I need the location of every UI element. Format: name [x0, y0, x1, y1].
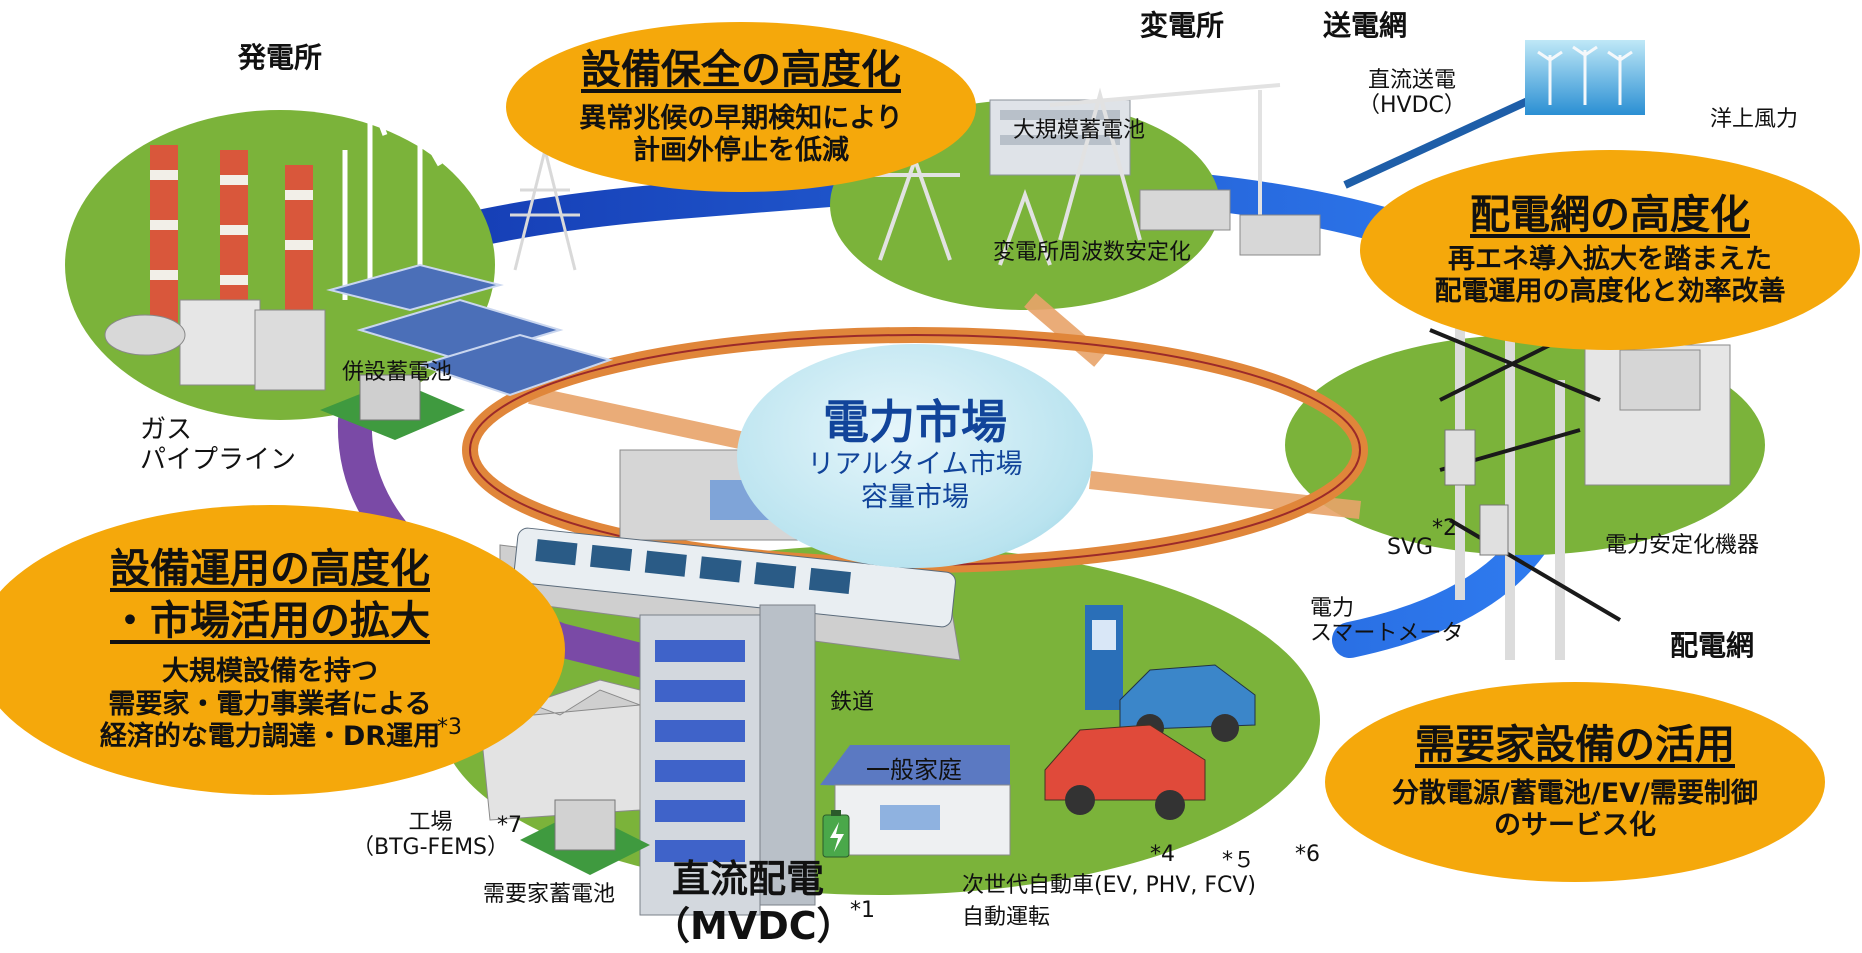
stabilizer-label: 電力安定化機器 [1605, 533, 1760, 558]
callout-operation-line2: 需要家・電力事業者による [108, 688, 432, 720]
colocated-battery-label: 併設蓄電池 [342, 360, 453, 385]
callout-grid-line1: 再エネ導入拡大を踏まえた [1448, 243, 1772, 275]
offshore-wind-graphic [1525, 40, 1645, 115]
transmission-title: 送電網 [1323, 9, 1408, 42]
customer-battery-label: 需要家蓄電池 [483, 882, 616, 907]
factory-label: 工場 （BTG-FEMS） [352, 810, 510, 861]
smokestacks [150, 145, 313, 335]
smart-meter-label: 電力 スマートメータ [1310, 596, 1464, 647]
callout-maintenance-title: 設備保全の高度化 [581, 46, 901, 93]
callout-maintenance-line2: 計画外停止を低減 [633, 135, 849, 166]
power-plant-title: 発電所 [238, 41, 323, 74]
electricity-market: 電力市場 リアルタイム市場 容量市場 [737, 344, 1093, 568]
callout-maintenance: 設備保全の高度化 異常兆候の早期検知により 計画外停止を低減 [506, 22, 976, 192]
offshore-wind-label: 洋上風力 [1710, 107, 1799, 132]
hvdc-label: 直流送電 （HVDC） [1358, 68, 1466, 119]
distribution-equipment [1429, 310, 1731, 660]
callout-maintenance-line1: 異常兆候の早期検知により [579, 102, 903, 134]
callout-operation-title1: 設備運用の高度化 [110, 546, 430, 593]
footnote-1: *1 [850, 898, 875, 923]
substation-freq-label: 変電所周波数安定化 [993, 240, 1192, 265]
autonomous-label: 自動運転 [962, 905, 1051, 930]
callout-customer-title: 需要家設備の活用 [1415, 721, 1735, 768]
mvdc-title: 直流配電 [672, 857, 825, 901]
callout-grid: 配電網の高度化 再エネ導入拡大を踏まえた 配電運用の高度化と効率改善 [1360, 150, 1860, 350]
charging-station [1085, 605, 1123, 710]
plant-buildings [104, 299, 326, 391]
market-title: 電力市場 [823, 394, 1007, 449]
customer-battery-graphic [520, 799, 650, 875]
callout-operation-title2: ・市場活用の拡大 [110, 598, 430, 645]
red-car [1044, 724, 1206, 820]
footnote-6: *6 [1295, 842, 1320, 867]
market-capacity: 容量市場 [861, 482, 969, 514]
next-gen-car-label: 次世代自動車(EV, PHV, FCV) [962, 873, 1257, 898]
footnote-5: *５ [1222, 848, 1256, 873]
footnote-4: *4 [1150, 842, 1175, 867]
callout-operation-line1: 大規模設備を持つ [162, 656, 378, 688]
callout-customer: 需要家設備の活用 分散電源/蓄電池/EV/需要制御 のサービス化 [1325, 682, 1825, 882]
railway-label: 鉄道 [830, 690, 875, 715]
callout-operation-line3: 経済的な電力調達・DR運用 [99, 721, 441, 753]
svg-label: SVG [1387, 535, 1434, 560]
gas-pipeline-label: ガス パイプライン [140, 415, 297, 475]
market-realtime: リアルタイム市場 [807, 448, 1023, 480]
substation-title: 変電所 [1140, 9, 1225, 42]
callout-grid-title: 配電網の高度化 [1470, 191, 1750, 238]
office-tower [639, 604, 816, 916]
footnote-3: *3 [437, 715, 462, 740]
footnote-7: *7 [497, 813, 522, 838]
mvdc-subtitle: （MVDC） [652, 904, 855, 948]
solar-panels [326, 263, 614, 397]
house [820, 745, 1011, 856]
callout-operation: 設備運用の高度化 ・市場活用の拡大 大規模設備を持つ 需要家・電力事業者による … [0, 505, 565, 795]
callout-customer-line2: のサービス化 [1494, 810, 1656, 841]
callout-grid-line2: 配電運用の高度化と効率改善 [1434, 276, 1786, 307]
wind-turbines [329, 58, 452, 300]
colocated-battery-graphic [320, 374, 465, 440]
callout-customer-line1: 分散電源/蓄電池/EV/需要制御 [1392, 777, 1758, 809]
large-battery-label: 大規模蓄電池 [1013, 118, 1146, 143]
battery-icon [822, 810, 850, 858]
footnote-2: *2 [1432, 516, 1457, 541]
distribution-title: 配電網 [1670, 629, 1755, 662]
home-label: 一般家庭 [866, 756, 962, 784]
hvdc-line [1343, 96, 1532, 189]
